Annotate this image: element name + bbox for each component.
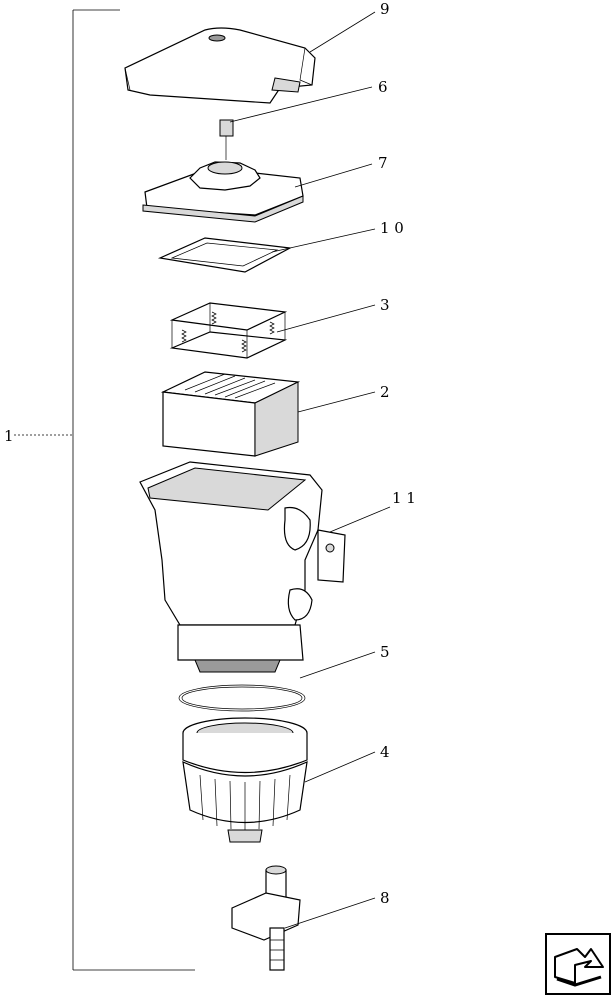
callout-5: 5: [380, 643, 390, 661]
callout-7: 7: [378, 154, 388, 172]
assembly-bracket: [14, 9, 195, 971]
callout-8: 8: [380, 889, 390, 907]
part-drain-valve: [231, 865, 301, 971]
callout-6: 6: [378, 78, 388, 96]
part-o-ring: [178, 684, 306, 712]
part-bowl: [182, 717, 308, 843]
callout-9: 9: [380, 0, 390, 18]
callout-11: 1 1: [392, 489, 416, 507]
callout-10: 1 0: [380, 219, 404, 237]
part-top-cover: [124, 27, 316, 104]
callout-3: 3: [380, 296, 390, 314]
callout-1: 1: [4, 427, 14, 445]
next-page-arrow-icon: [545, 933, 611, 995]
callout-2: 2: [380, 383, 390, 401]
part-filter-element: [160, 371, 301, 457]
leader-lines: [229, 11, 391, 929]
part-filter-housing: [139, 461, 346, 673]
part-spring-cage: [169, 302, 288, 359]
part-bleed-screw: [219, 119, 234, 160]
part-head-plate: [142, 161, 304, 223]
next-page-button[interactable]: [545, 933, 611, 995]
part-gasket: [157, 237, 292, 273]
callout-4: 4: [380, 743, 390, 761]
